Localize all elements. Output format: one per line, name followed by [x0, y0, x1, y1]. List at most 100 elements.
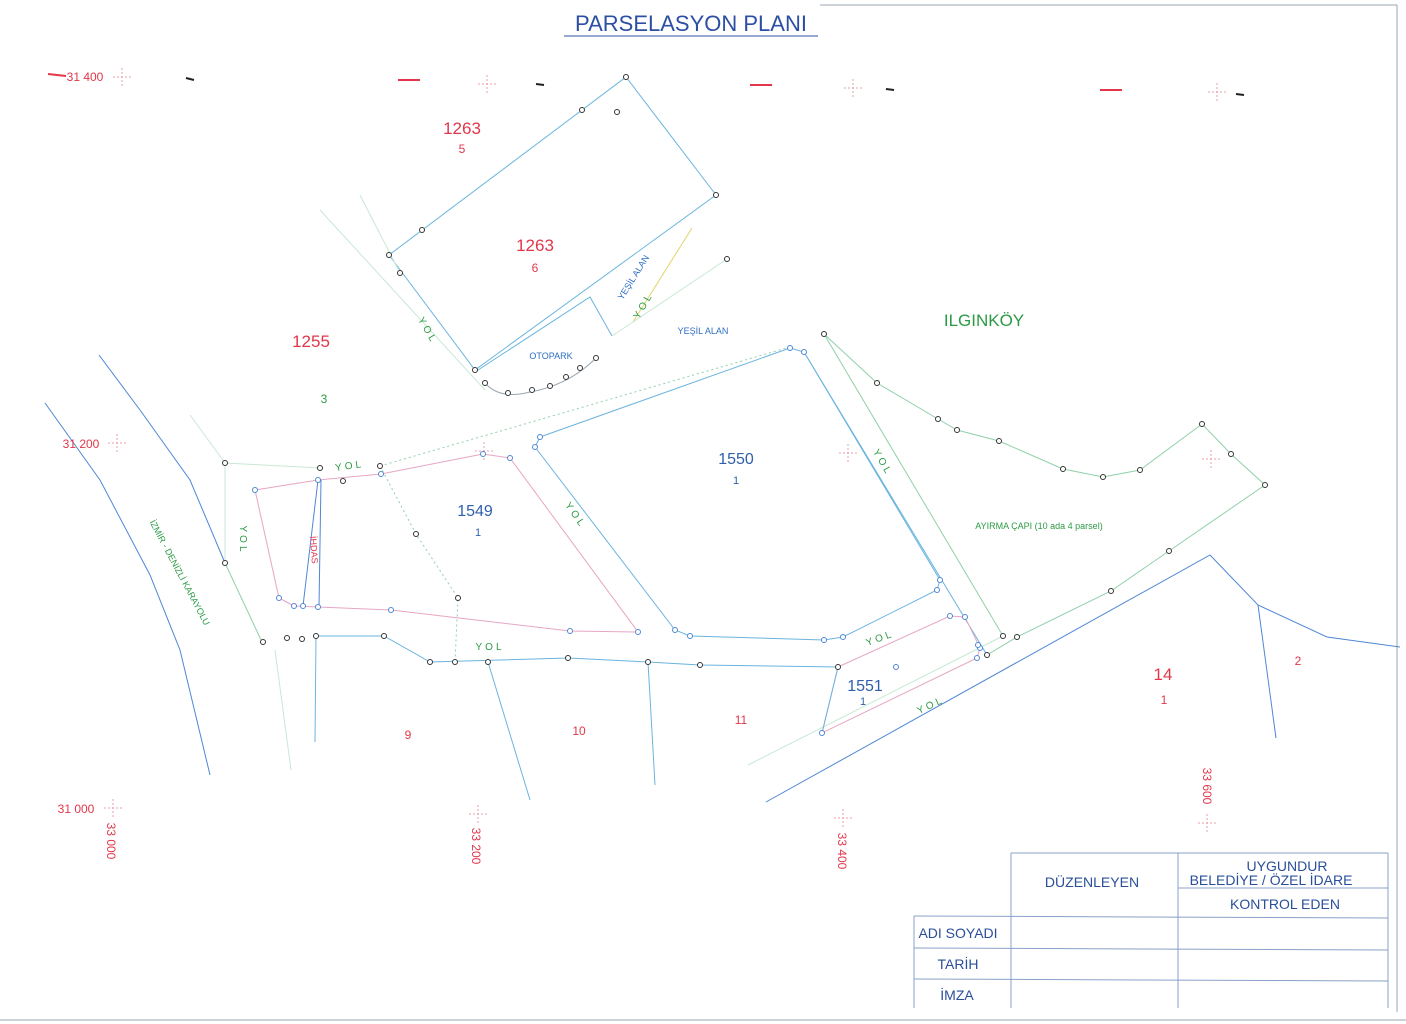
survey-point — [452, 659, 458, 665]
survey-point — [529, 387, 535, 393]
survey-point — [317, 465, 323, 471]
parking-curve — [484, 355, 599, 395]
survey-point — [505, 390, 511, 396]
survey-point — [455, 595, 461, 601]
survey-point — [787, 345, 793, 351]
survey-point — [340, 478, 346, 484]
survey-point — [252, 487, 258, 493]
survey-point — [260, 639, 266, 645]
road-label: YOL — [335, 459, 365, 474]
survey-point — [480, 451, 486, 457]
survey-point — [577, 365, 583, 371]
survey-point — [974, 655, 980, 661]
parking-label: OTOPARK — [529, 351, 572, 361]
lot-10-11-boundary — [647, 661, 656, 786]
survey-point — [299, 636, 305, 642]
parcel-1263-6-number: 1263 — [516, 236, 554, 255]
grid-cross — [108, 434, 126, 452]
road-east-of-1550 — [823, 333, 1004, 637]
survey-point — [947, 613, 953, 619]
top-grid-ticks — [47, 73, 1245, 96]
road-label: YOL — [562, 501, 588, 531]
grid-crosses — [104, 68, 1226, 832]
easting-33000: 33 000 — [104, 823, 118, 860]
survey-point — [300, 603, 306, 609]
sheet-border — [0, 4, 1406, 1021]
grid-labels: 31 400 31 200 31 000 33 000 33 200 33 40… — [58, 70, 1214, 870]
approved-header-line1: UYGUNDUR — [1247, 858, 1328, 874]
easting-33400: 33 400 — [835, 833, 849, 870]
parcel-labels: 1263 5 1263 6 1255 3 1550 1 1549 1 1551 … — [292, 119, 1302, 742]
survey-point — [821, 637, 827, 643]
survey-point — [975, 642, 981, 648]
grid-cross — [1198, 814, 1216, 832]
road-west-edge-3 — [189, 414, 226, 464]
parcel-1549-boundary — [254, 453, 639, 633]
road-south-edge — [316, 635, 839, 668]
signature-table: DÜZENLEYEN UYGUNDUR BELEDİYE / ÖZEL İDAR… — [913, 852, 1389, 1008]
road-label: YOL — [237, 525, 248, 554]
road-label: YOL — [632, 290, 656, 321]
lot-9-west-boundary — [314, 635, 317, 743]
survey-point — [565, 655, 571, 661]
parcel-1263-boundary — [388, 76, 717, 371]
survey-point — [1060, 466, 1066, 472]
survey-point — [937, 577, 943, 583]
parcel-1255-number: 1255 — [292, 332, 330, 351]
village-label: ILGINKÖY — [944, 311, 1024, 330]
northing-31000: 31 000 — [58, 802, 95, 816]
controlled-by-header: KONTROL EDEN — [1230, 896, 1340, 912]
split-note-label: AYIRMA ÇAPI (10 ada 4 parsel) — [975, 521, 1102, 531]
survey-point — [222, 460, 228, 466]
survey-point — [567, 628, 573, 634]
highway-edge-east — [98, 354, 226, 564]
grid-cross — [478, 75, 496, 93]
parking-boundary — [474, 296, 613, 373]
grid-cross — [469, 805, 487, 823]
survey-point — [984, 652, 990, 658]
survey-point — [315, 477, 321, 483]
northing-31200: 31 200 — [63, 437, 100, 451]
survey-point — [1137, 467, 1143, 473]
road-label: YOL — [870, 447, 894, 478]
grid-cross — [1208, 83, 1226, 101]
parcel-1549-south-edge — [293, 605, 639, 633]
row-label-date: TARİH — [938, 955, 979, 972]
survey-point — [1199, 421, 1205, 427]
survey-point — [672, 627, 678, 633]
grid-cross — [113, 68, 131, 86]
row-label-name: ADI SOYADI — [918, 925, 997, 941]
survey-point — [397, 270, 403, 276]
parcel-1551-west-edge — [821, 666, 839, 734]
road-edge-upper-left-2 — [359, 194, 401, 274]
survey-point — [874, 380, 880, 386]
prepared-by-header: DÜZENLEYEN — [1045, 873, 1139, 890]
survey-point — [1100, 474, 1106, 480]
survey-point — [614, 109, 620, 115]
survey-point — [1000, 633, 1006, 639]
survey-point — [547, 383, 553, 389]
parcel-1551-number: 1551 — [847, 678, 883, 695]
survey-point — [378, 471, 384, 477]
parcel-1263-5-number: 1263 — [443, 119, 481, 138]
parcel-1551-lot: 1 — [860, 696, 866, 708]
road-label: YOL — [415, 315, 439, 346]
easting-33600: 33 600 — [1200, 768, 1214, 805]
survey-point — [934, 587, 940, 593]
highway-edge-east-2 — [224, 562, 263, 643]
survey-point — [801, 349, 807, 355]
parcel-1549-number: 1549 — [457, 503, 493, 520]
parcel-1263-6-lot: 6 — [532, 261, 539, 275]
survey-point — [840, 634, 846, 640]
page-title: PARSELASYON PLANI — [575, 11, 807, 36]
lot-11: 11 — [735, 713, 748, 727]
survey-point — [819, 730, 825, 736]
grid-cross — [839, 444, 857, 462]
grid-cross — [834, 809, 852, 827]
green-dotted-line — [379, 346, 791, 467]
lot-10: 10 — [572, 724, 586, 738]
annexation-label: İHDAS — [308, 536, 320, 564]
parcel-14-lot: 1 — [1161, 693, 1168, 707]
main-road-inner-edge — [747, 635, 1004, 766]
